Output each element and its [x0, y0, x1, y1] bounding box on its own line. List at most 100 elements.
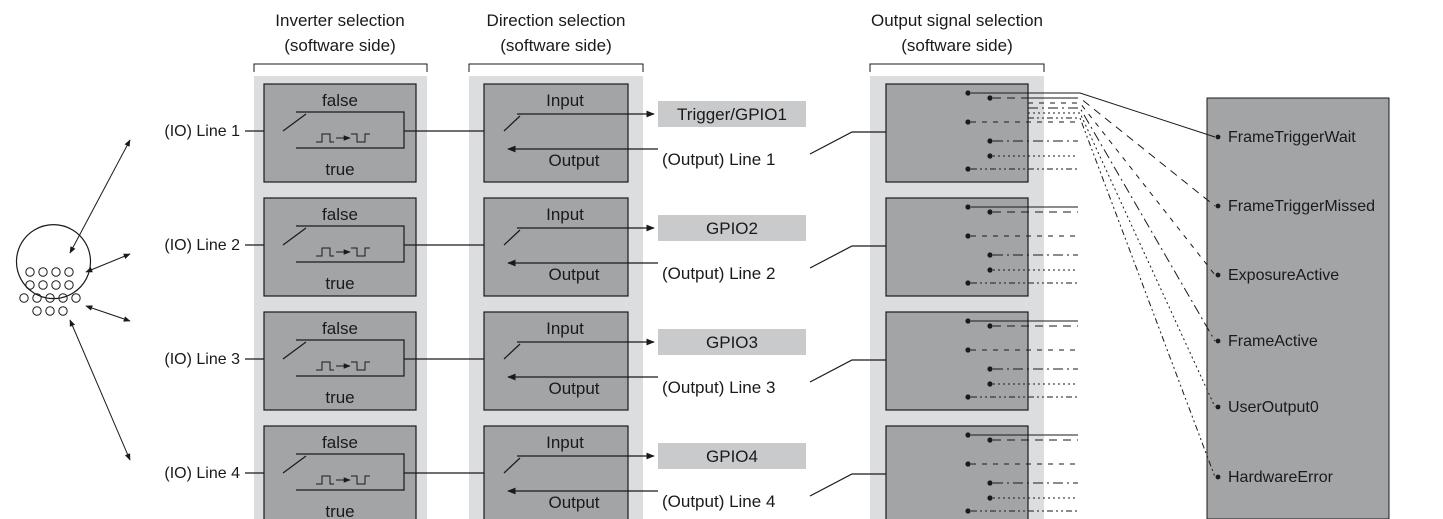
- selector-contact-icon: [987, 480, 993, 486]
- io-line-row-1: (IO) Line 1falsetrueInputOutputTrigger/G…: [164, 83, 1078, 183]
- inverter-loop: [296, 111, 405, 149]
- gpio-box: [658, 215, 806, 241]
- selector-contact-icon: [987, 495, 993, 501]
- io-line-label: (IO) Line 4: [164, 465, 240, 482]
- direction-header-title: Direction selection: [487, 11, 626, 30]
- output-selector-block: [885, 83, 1029, 183]
- selector-contact-icon: [987, 95, 993, 101]
- direction-header: Direction selection (software side): [468, 11, 644, 72]
- output-line-label: (Output) Line 3: [662, 378, 775, 397]
- direction-output-label: Output: [548, 379, 599, 398]
- inverter-true-label: true: [325, 388, 354, 407]
- direction-block: [483, 311, 629, 411]
- pulse-icon: [316, 247, 334, 257]
- direction-output-label: Output: [548, 493, 599, 512]
- output-line-label: (Output) Line 2: [662, 264, 775, 283]
- inverted-pulse-icon: [351, 475, 370, 485]
- io-line-row-4: (IO) Line 4falsetrueInputOutputGPIO4(Out…: [164, 425, 1078, 519]
- selector-contact-icon: [987, 381, 993, 387]
- inverter-header-title: Inverter selection: [275, 11, 404, 30]
- signal-contact-icon: [1215, 272, 1221, 278]
- signal-bus-line: [1028, 117, 1216, 478]
- connector-arrow-1: [69, 139, 131, 254]
- selector-contact-icon: [987, 153, 993, 159]
- direction-block: [483, 83, 629, 183]
- selector-contact-icon: [987, 323, 993, 329]
- selector-contact-icon: [965, 119, 971, 125]
- pulse-icon: [316, 475, 334, 485]
- selector-contact-icon: [965, 90, 971, 96]
- io-line-rows: (IO) Line 1falsetrueInputOutputTrigger/G…: [164, 83, 1078, 519]
- signal-contact-icon: [1215, 203, 1221, 209]
- io-line-row-2: (IO) Line 2falsetrueInputOutputGPIO2(Out…: [164, 197, 1078, 297]
- selector-contact-icon: [965, 280, 971, 286]
- io-line-row-3: (IO) Line 3falsetrueInputOutputGPIO3(Out…: [164, 311, 1078, 411]
- output-selector-block: [885, 311, 1029, 411]
- inverted-pulse-icon: [351, 361, 370, 371]
- signal-bus-line: [1028, 112, 1216, 408]
- selector-contact-icon: [987, 209, 993, 215]
- selector-contact-icon: [965, 508, 971, 514]
- gpio-box: [658, 101, 806, 127]
- direction-input-label: Input: [546, 91, 584, 110]
- inverter-false-label: false: [322, 433, 358, 452]
- signal-bus-line: [1028, 107, 1216, 342]
- inverter-switch: [282, 341, 307, 360]
- selector-contact-icon: [987, 437, 993, 443]
- inverter-block: [263, 83, 417, 183]
- gpio-label: GPIO2: [706, 219, 758, 238]
- gpio-label: GPIO3: [706, 333, 758, 352]
- signal-label: UserOutput0: [1228, 399, 1319, 416]
- inverter-header: Inverter selection (software side): [253, 11, 428, 72]
- connector-arrow-4: [69, 319, 131, 461]
- inverter-block: [263, 197, 417, 297]
- signal-contact-icon: [1215, 134, 1221, 140]
- connector-arrow-2: [85, 253, 131, 273]
- selector-contact-icon: [965, 432, 971, 438]
- selector-contact-icon: [987, 138, 993, 144]
- pulse-icon: [316, 133, 334, 143]
- inverter-bracket: [253, 63, 428, 72]
- signal-panel: [1206, 97, 1390, 519]
- connector-arrow-3: [85, 305, 131, 322]
- selector-contact-icon: [987, 267, 993, 273]
- inverter-loop: [296, 453, 405, 491]
- signal-bus-line: [1028, 102, 1216, 276]
- direction-header-subtitle: (software side): [500, 36, 611, 55]
- inverted-pulse-icon: [351, 133, 370, 143]
- signal-bus-line: [1028, 97, 1216, 207]
- inverter-true-label: true: [325, 160, 354, 179]
- inverter-true-label: true: [325, 502, 354, 519]
- gpio-box: [658, 329, 806, 355]
- signal-bus-line: [1028, 92, 1216, 138]
- signal-label: FrameTriggerMissed: [1228, 198, 1375, 215]
- selector-contact-icon: [987, 366, 993, 372]
- selector-contact-icon: [965, 166, 971, 172]
- signal-contact-icon: [1215, 474, 1221, 480]
- inverter-block: [263, 425, 417, 519]
- selector-contact-icon: [965, 461, 971, 467]
- inverter-switch: [282, 455, 307, 474]
- selector-contact-icon: [965, 347, 971, 353]
- direction-input-label: Input: [546, 433, 584, 452]
- direction-bracket: [468, 63, 644, 72]
- gpio-label: GPIO4: [706, 447, 758, 466]
- signal-label: FrameTriggerWait: [1228, 129, 1356, 146]
- output-selector-block: [885, 425, 1029, 519]
- selector-contact-icon: [987, 252, 993, 258]
- inverter-block: [263, 311, 417, 411]
- inverter-false-label: false: [322, 91, 358, 110]
- output-line-label: (Output) Line 1: [662, 150, 775, 169]
- direction-input-label: Input: [546, 205, 584, 224]
- direction-switch: [503, 343, 521, 360]
- selector-contact-icon: [965, 204, 971, 210]
- inverter-true-label: true: [325, 274, 354, 293]
- inverter-switch: [282, 227, 307, 246]
- direction-switch: [503, 457, 521, 474]
- signal-list: FrameTriggerWaitFrameTriggerMissedExposu…: [1028, 92, 1375, 486]
- output-selector-block: [885, 197, 1029, 297]
- direction-output-label: Output: [548, 265, 599, 284]
- output-header: Output signal selection (software side): [869, 11, 1045, 72]
- direction-switch: [503, 115, 521, 132]
